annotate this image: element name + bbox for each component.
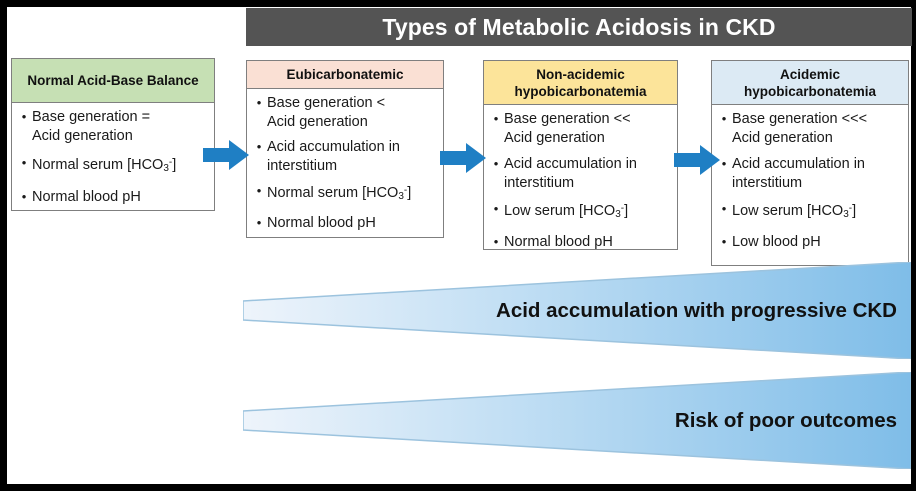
frame-border-left [0,0,7,491]
bullet-text: Normal blood pH [504,233,613,250]
bullet-dot-icon: • [721,111,727,126]
bullet-dot-icon: • [256,139,262,154]
bullet-item: • Normal serum [HCO3-] [16,154,208,179]
bullet-item: • Base generation <<<Acid generation [716,110,902,147]
bullet-dot-icon: • [256,214,262,230]
bullet-item: • Base generation <<Acid generation [488,110,671,147]
progression-arrow-icon-1 [203,139,249,171]
stage-bullets-1: • Base generation =Acid generation • Normal… [12,103,214,212]
stage-box-acidemic-hypobicarbonatemia: Acidemic hypobicarbonatemia • Base genera… [711,60,909,266]
stage-bullets-3: • Base generation <<Acid generation • Acid … [484,105,677,265]
bullet-dot-icon: • [493,201,499,216]
bullet-item: • Normal blood pH [488,233,671,252]
bullet-item: • Low serum [HCO3-] [488,200,671,225]
bullet-dot-icon: • [256,183,262,198]
wedge-acid-accumulation: Acid accumulation with progressive CKD [243,262,911,359]
bullet-text: Normal blood pH [32,188,141,205]
stage-bullets-4: • Base generation <<<Acid generation • Acid… [712,105,908,265]
bullet-item: • Base generation =Acid generation [16,108,208,145]
bullet-dot-icon: • [721,233,727,249]
bullet-text: Base generation <<Acid generation [504,111,631,146]
bullet-dot-icon: • [256,95,262,110]
progression-arrow-icon-2 [440,142,486,174]
stage-box-normal-acid-base-balance: Normal Acid-Base Balance • Base generatio… [11,58,215,211]
bullet-text: Normal blood pH [267,214,376,231]
bullet-item: • Normal blood pH [16,188,208,207]
bullet-dot-icon: • [21,109,27,124]
bullet-dot-icon: • [721,201,727,216]
bullet-dot-icon: • [493,156,499,171]
bullet-dot-icon: • [21,155,27,170]
bullet-text: Normal serum [HCO3-] [267,185,412,202]
bullet-text: Base generation <Acid generation [267,95,386,130]
wedge-risk-poor-outcomes: Risk of poor outcomes [243,372,911,469]
bullet-text: Low serum [HCO3-] [732,203,857,220]
progression-arrow-icon-3 [674,144,720,176]
frame-border-right [911,0,916,491]
bullet-dot-icon: • [21,188,27,204]
stage-box-non-acidemic-hypobicarbonatemia: Non-acidemic hypobicarbonatemia • Base ge… [483,60,678,250]
diagram-title-bar: Types of Metabolic Acidosis in CKD [246,8,912,46]
bullet-text: Low blood pH [732,233,821,250]
bullet-text: Base generation =Acid generation [32,109,151,144]
bullet-item: • Low serum [HCO3-] [716,200,902,225]
stage-box-eubicarbonatemic: Eubicarbonatemic • Base generation <Acid … [246,60,444,238]
stage-header-3: Non-acidemic hypobicarbonatemia [484,61,677,105]
frame-border-top [0,0,916,7]
stage-header-4: Acidemic hypobicarbonatemia [712,61,908,105]
bullet-item: • Normal blood pH [251,214,437,233]
bullet-text: Low serum [HCO3-] [504,203,629,220]
page-title: Types of Metabolic Acidosis in CKD [382,13,776,40]
frame-border-bottom [0,484,916,491]
bullet-text: Base generation <<<Acid generation [732,111,868,146]
bullet-item: • Base generation <Acid generation [251,94,437,131]
bullet-dot-icon: • [721,156,727,171]
bullet-text: Normal serum [HCO3-] [32,157,177,174]
bullet-dot-icon: • [493,233,499,249]
stage-header-2: Eubicarbonatemic [247,61,443,89]
stage-bullets-2: • Base generation <Acid generation • Acid a… [247,89,443,245]
bullet-dot-icon: • [493,111,499,126]
bullet-item: • Low blood pH [716,233,902,252]
bullet-item: • Normal serum [HCO3-] [251,182,437,207]
stage-header-1: Normal Acid-Base Balance [12,59,214,103]
